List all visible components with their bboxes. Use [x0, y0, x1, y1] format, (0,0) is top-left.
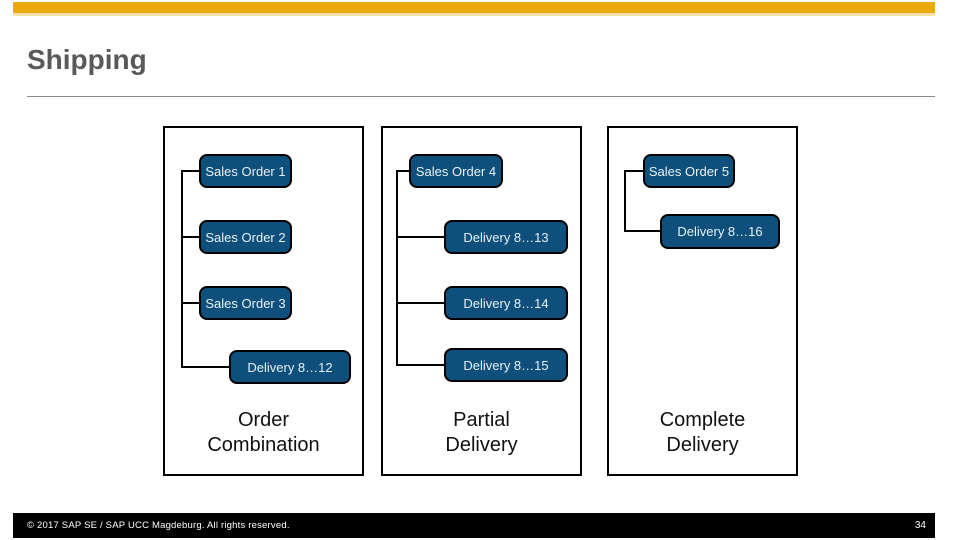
connector-trunk — [181, 170, 183, 368]
page-number: 34 — [914, 520, 926, 531]
caption-line: Delivery — [666, 434, 739, 456]
panel-caption-order-combination: Order Combination — [165, 408, 362, 458]
connector-stub — [396, 364, 444, 366]
node-sales-order-3: Sales Order 3 — [199, 286, 292, 320]
panel-complete-delivery: Sales Order 5 Delivery 8…16 Complete Del… — [607, 126, 798, 476]
caption-line: Combination — [207, 434, 320, 456]
node-sales-order-5: Sales Order 5 — [643, 154, 735, 188]
node-delivery-8-14: Delivery 8…14 — [444, 286, 568, 320]
caption-line: Partial — [453, 409, 510, 431]
connector-stub — [396, 302, 444, 304]
node-sales-order-4: Sales Order 4 — [409, 154, 503, 188]
connector-stub — [181, 236, 199, 238]
node-delivery-8-16: Delivery 8…16 — [660, 214, 780, 249]
footer-bar: © 2017 SAP SE / SAP UCC Magdeburg. All r… — [13, 513, 935, 538]
connector-stub — [396, 170, 409, 172]
connector-trunk — [396, 170, 398, 366]
connector-stub — [396, 236, 444, 238]
panel-caption-partial-delivery: Partial Delivery — [383, 408, 580, 458]
title-divider — [27, 96, 935, 97]
node-delivery-8-13: Delivery 8…13 — [444, 220, 568, 254]
copyright-text: © 2017 SAP SE / SAP UCC Magdeburg. All r… — [27, 520, 290, 531]
page-title: Shipping — [27, 44, 147, 75]
node-delivery-8-15: Delivery 8…15 — [444, 348, 568, 382]
node-delivery-8-12: Delivery 8…12 — [229, 350, 351, 384]
node-sales-order-2: Sales Order 2 — [199, 220, 292, 254]
connector-stub — [624, 170, 643, 172]
panel-order-combination: Sales Order 1 Sales Order 2 Sales Order … — [163, 126, 364, 476]
connector-stub — [181, 302, 199, 304]
node-sales-order-1: Sales Order 1 — [199, 154, 292, 188]
connector-stub — [181, 170, 199, 172]
caption-line: Delivery — [445, 434, 518, 456]
caption-line: Complete — [659, 409, 746, 431]
caption-line: Order — [237, 409, 290, 431]
panel-partial-delivery: Sales Order 4 Delivery 8…13 Delivery 8…1… — [381, 126, 582, 476]
connector-stub — [181, 366, 229, 368]
accent-bar — [13, 2, 935, 16]
connector-stub — [624, 230, 660, 232]
connector-trunk — [624, 170, 626, 232]
panel-caption-complete-delivery: Complete Delivery — [609, 408, 796, 458]
